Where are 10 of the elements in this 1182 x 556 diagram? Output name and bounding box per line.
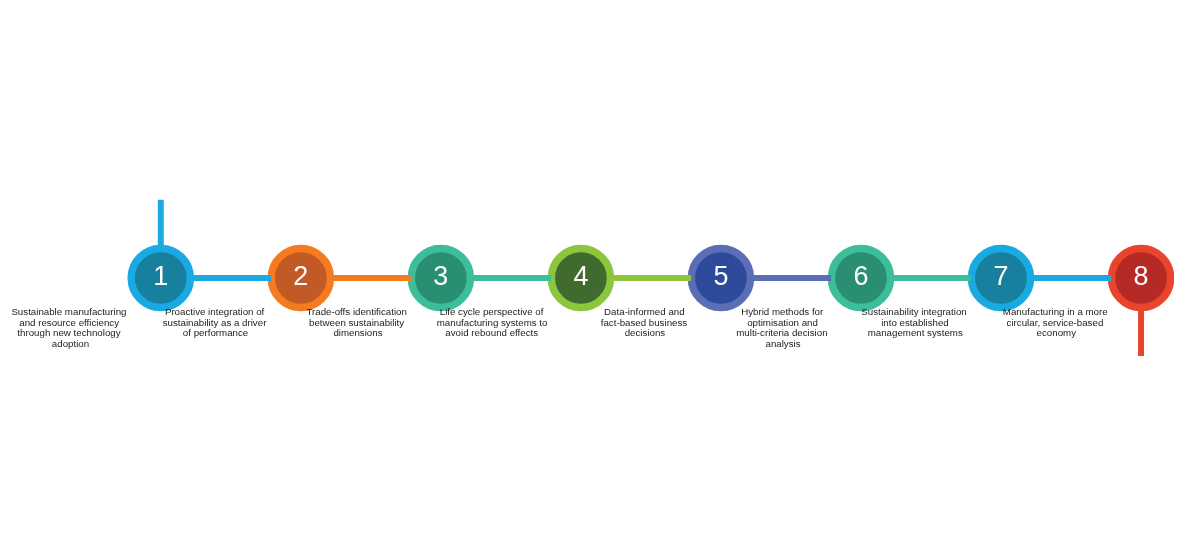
- connector: [610, 275, 692, 281]
- node-circle: 8: [1107, 244, 1174, 312]
- node-label: Sustainable manufacturing and resource efficiency through new technology adoption: [11, 306, 127, 349]
- connector: [330, 275, 412, 281]
- connector: [1030, 275, 1112, 281]
- connector: [890, 275, 972, 281]
- connector: [157, 199, 164, 249]
- connector: [470, 275, 552, 281]
- connector: [190, 275, 272, 281]
- connector: [750, 275, 832, 281]
